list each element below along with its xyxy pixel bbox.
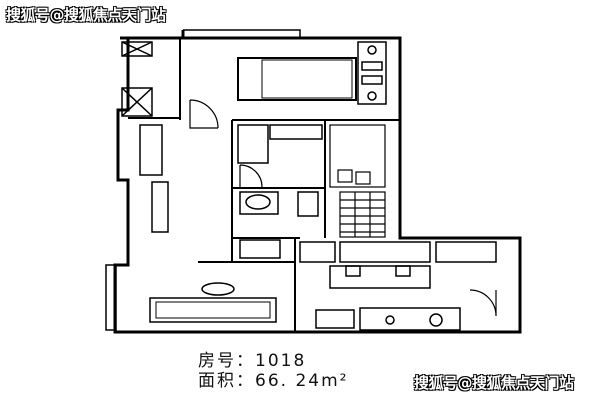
doors: [189, 99, 497, 317]
bed: [237, 57, 357, 101]
living-room: [105, 264, 277, 331]
floor-area-label: 面积：: [198, 371, 255, 391]
room-number: 房号：1018: [198, 346, 306, 371]
room-number-label: 房号：: [198, 351, 255, 371]
floor-area-value: 66. 24m²: [255, 371, 349, 391]
interior-walls: [128, 38, 400, 332]
outer-walls: [113, 29, 522, 334]
watermark-top: 搜狐号@搜狐焦点天门站: [6, 6, 166, 24]
kitchen: [299, 241, 497, 331]
room-number-value: 1018: [255, 351, 307, 371]
watermark-bottom: 搜狐号@搜狐焦点天门站: [414, 374, 574, 392]
shower-and-stairs: [329, 124, 386, 238]
storage-cabinets: [121, 41, 169, 233]
wardrobe: [357, 41, 387, 105]
floor-area: 面积：66. 24m²: [198, 366, 348, 391]
bathroom-fixtures: [237, 124, 323, 259]
